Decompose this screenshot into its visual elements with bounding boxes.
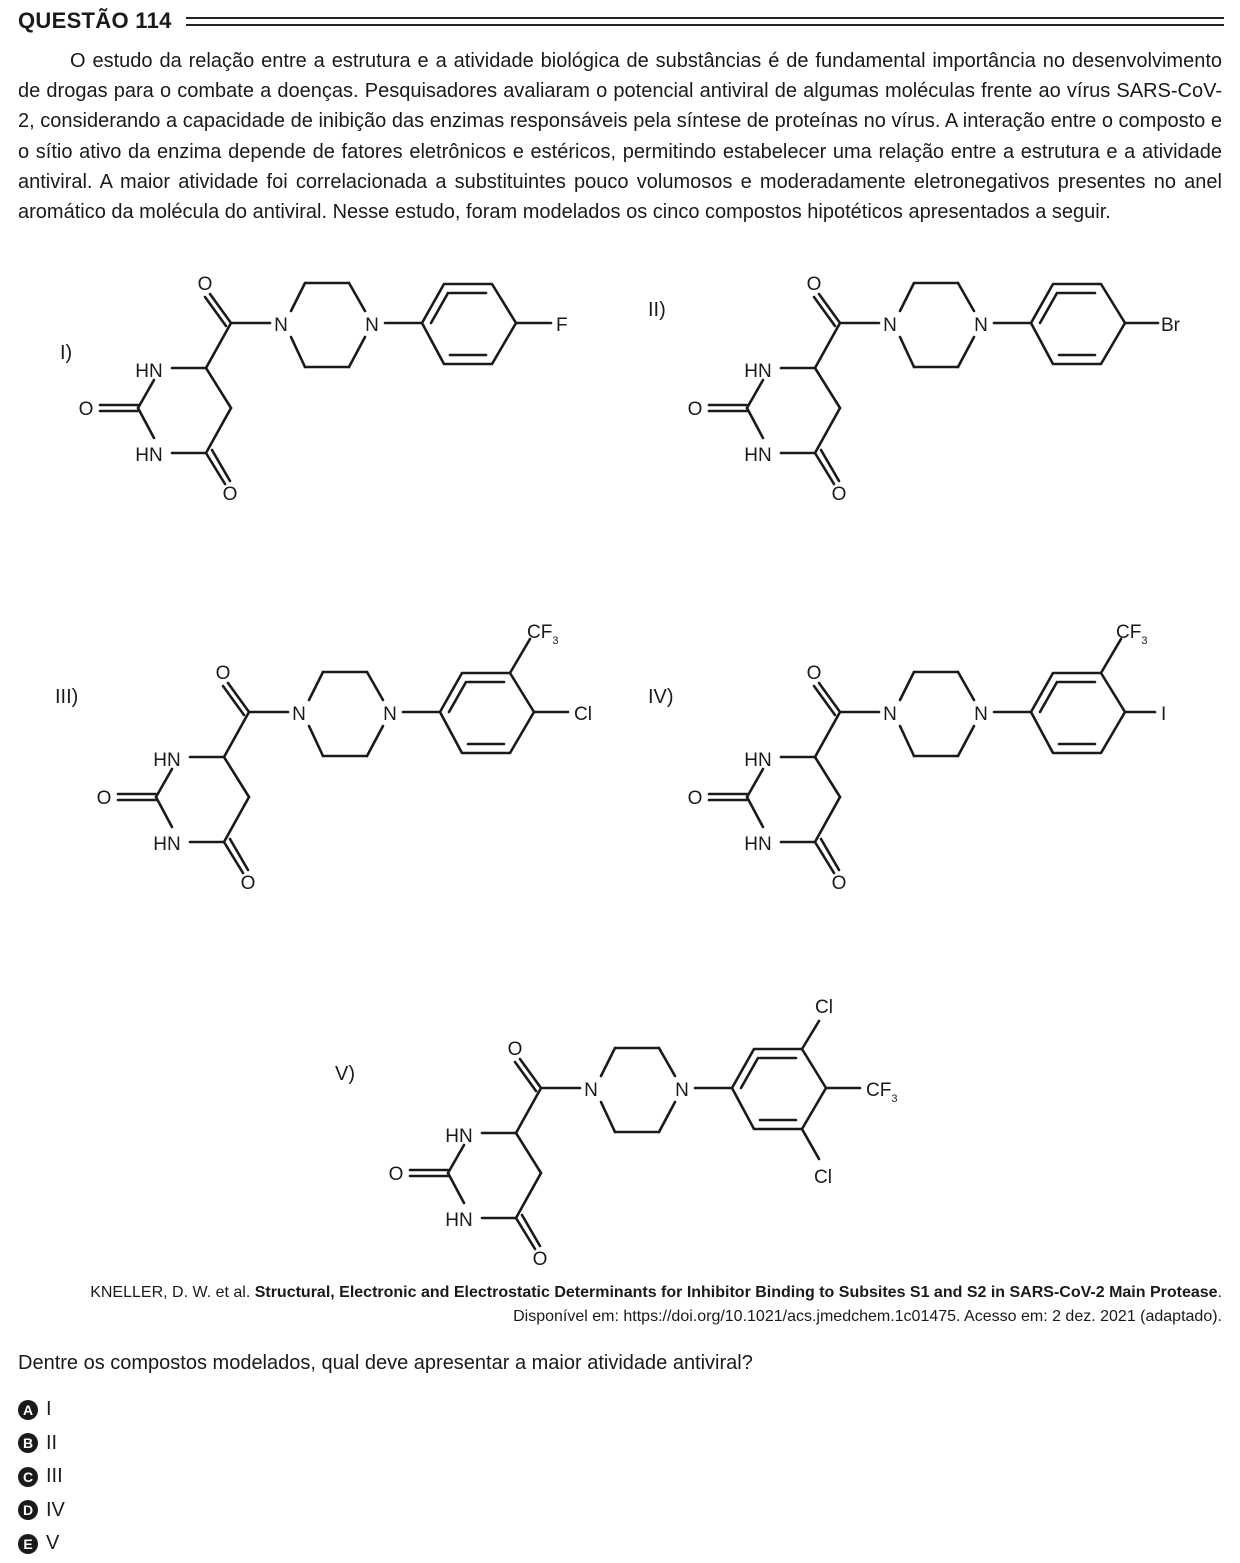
option-b[interactable]: B II xyxy=(18,1427,65,1461)
header-rule xyxy=(186,17,1224,26)
option-a[interactable]: A I xyxy=(18,1393,65,1427)
source-citation: KNELLER, D. W. et al. Structural, Electr… xyxy=(90,1284,1222,1301)
option-b-badge: B xyxy=(18,1433,38,1454)
option-d-text: IV xyxy=(46,1498,65,1521)
compound-ii-label: II) xyxy=(648,299,666,321)
option-a-text: I xyxy=(46,1398,52,1421)
source-availability: Disponível em: https://doi.org/10.1021/a… xyxy=(513,1308,1222,1325)
option-c-text: III xyxy=(46,1465,63,1488)
option-c[interactable]: C III xyxy=(18,1460,65,1494)
compound-iv-label: IV) xyxy=(648,686,674,708)
substituent-cf3: CF3 xyxy=(1116,622,1147,647)
substituent-br: Br xyxy=(1161,315,1181,336)
option-e[interactable]: E V xyxy=(18,1527,65,1561)
substituent-cl-bottom: Cl xyxy=(814,1167,832,1188)
compound-v: V) Cl CF3 Cl xyxy=(335,997,897,1270)
source-title: Structural, Electronic and Electrostatic… xyxy=(254,1284,1218,1301)
substituent-i: I xyxy=(1161,704,1166,725)
compound-iv: IV) CF3 I xyxy=(648,622,1166,894)
option-a-badge: A xyxy=(18,1399,38,1420)
option-d-badge: D xyxy=(18,1500,38,1521)
compound-i-label: I) xyxy=(60,342,72,364)
option-b-text: II xyxy=(46,1431,58,1454)
substituent-cl-top: Cl xyxy=(815,997,833,1018)
substituent-cl: Cl xyxy=(574,704,592,725)
option-c-badge: C xyxy=(18,1466,38,1487)
compound-ii: II) Br xyxy=(648,274,1181,505)
answer-options: A I B II C III D IV E V xyxy=(18,1393,65,1561)
compound-i: I) F xyxy=(60,274,568,505)
compound-v-label: V) xyxy=(335,1063,355,1085)
option-e-badge: E xyxy=(18,1533,38,1554)
compound-iii: III) CF3 Cl xyxy=(55,622,592,894)
option-d[interactable]: D IV xyxy=(18,1494,65,1528)
option-e-text: V xyxy=(46,1532,60,1555)
substituent-cf3: CF3 xyxy=(527,622,558,647)
compound-iii-label: III) xyxy=(55,686,78,708)
question-intro: O estudo da relação entre a estrutura e … xyxy=(18,50,1222,224)
substituent-cf3: CF3 xyxy=(866,1080,897,1105)
question-title: QUESTÃO 114 xyxy=(18,8,172,33)
question-header: QUESTÃO 114 xyxy=(18,6,1224,36)
substituent-f: F xyxy=(556,315,568,336)
question-prompt: Dentre os compostos modelados, qual deve… xyxy=(18,1352,753,1374)
